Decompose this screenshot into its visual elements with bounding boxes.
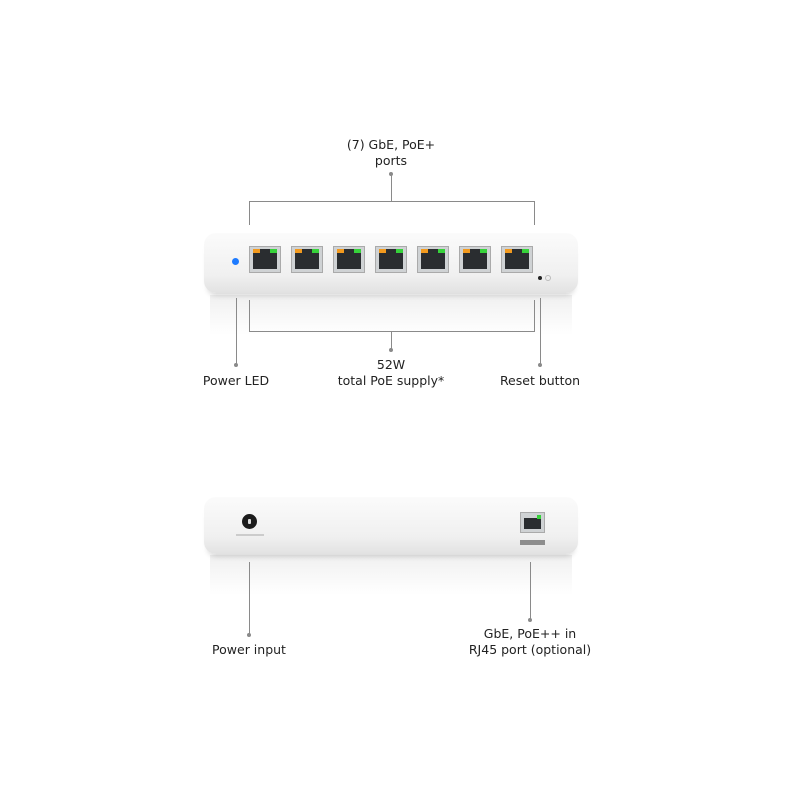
rj45-port-2 [291,246,323,273]
rj45-port-1 [249,246,281,273]
rj45-port-7 [501,246,533,273]
poe-callout-line2: total PoE supply* [337,373,445,388]
power-input-dot [247,633,251,637]
uplink-rj45-port [520,512,545,533]
reset-button [538,276,542,280]
poe-bracket [249,331,535,332]
power-led-line [236,298,237,365]
power-input-label: Power input [212,642,286,657]
switch-back [204,497,578,554]
power-input-line [249,562,250,635]
bracket-right-bottom [534,300,535,331]
uplink-callout-line2: RJ45 port (optional) [468,642,592,657]
poe-dot [389,348,393,352]
bracket-right [534,201,535,225]
power-led-dot [234,363,238,367]
ports-callout-line1: (7) GbE, PoE+ [346,137,436,152]
ports-bracket [249,201,535,202]
power-jack [242,514,257,529]
rj45-port-5 [417,246,449,273]
uplink-line [530,562,531,620]
callout-line [391,174,392,201]
uplink-dot [528,618,532,622]
rj45-port-6 [459,246,491,273]
uplink-port-marking [520,540,545,545]
ports-callout-line2: ports [374,153,408,168]
reset-line [540,298,541,365]
power-jack-marking [236,534,264,536]
power-led-icon [232,258,239,265]
reset-dot [538,363,542,367]
bracket-left-bottom [249,300,250,331]
rj45-port-4 [375,246,407,273]
power-led-label: Power LED [202,373,270,388]
bracket-left [249,201,250,225]
uplink-callout-line1: GbE, PoE++ in [483,626,577,641]
reflection [210,295,572,335]
reset-label: Reset button [499,373,581,388]
reflection-back [210,555,572,595]
rj45-port-3 [333,246,365,273]
poe-line [391,331,392,350]
reset-icon [545,275,551,281]
poe-callout-line1: 52W [376,357,406,372]
switch-front [204,233,578,293]
